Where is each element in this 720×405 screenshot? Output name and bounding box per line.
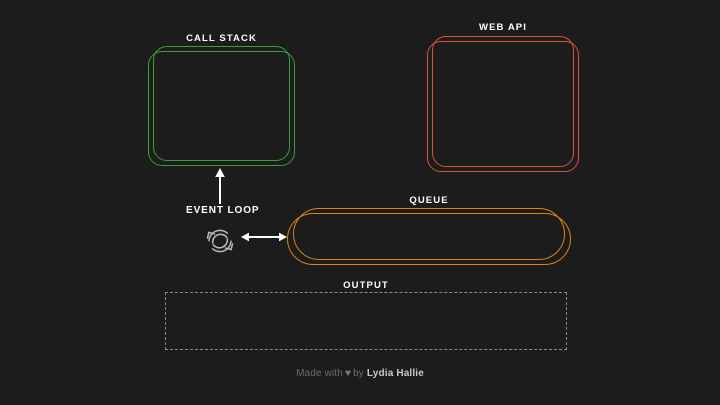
queue-panel xyxy=(287,208,571,265)
footer-credit: Made with♥by Lydia Hallie xyxy=(0,367,720,381)
web-api-outer-border xyxy=(427,41,579,172)
output-label: OUTPUT xyxy=(343,280,389,291)
footer-by: by xyxy=(353,368,364,379)
call-stack-outer-border xyxy=(148,51,295,166)
web-api-inner-border xyxy=(432,36,574,167)
heart-icon: ♥ xyxy=(345,368,352,379)
web-api-panel xyxy=(427,36,579,172)
call-stack-inner-border xyxy=(153,46,290,161)
queue-inner-border xyxy=(293,208,565,260)
event-loop-label: EVENT LOOP xyxy=(186,205,260,216)
queue-label: QUEUE xyxy=(409,195,449,206)
sync-loop-icon xyxy=(206,229,234,253)
footer-author-link[interactable]: Lydia Hallie xyxy=(366,368,424,379)
arrow-left-right-icon xyxy=(241,232,287,242)
arrow-up-icon xyxy=(215,168,225,204)
call-stack-label: CALL STACK xyxy=(186,33,257,44)
call-stack-panel xyxy=(148,46,295,166)
footer-prefix: Made with xyxy=(296,368,343,379)
web-api-label: WEB API xyxy=(479,22,527,33)
output-panel xyxy=(165,292,567,350)
queue-outer-border xyxy=(287,213,571,265)
